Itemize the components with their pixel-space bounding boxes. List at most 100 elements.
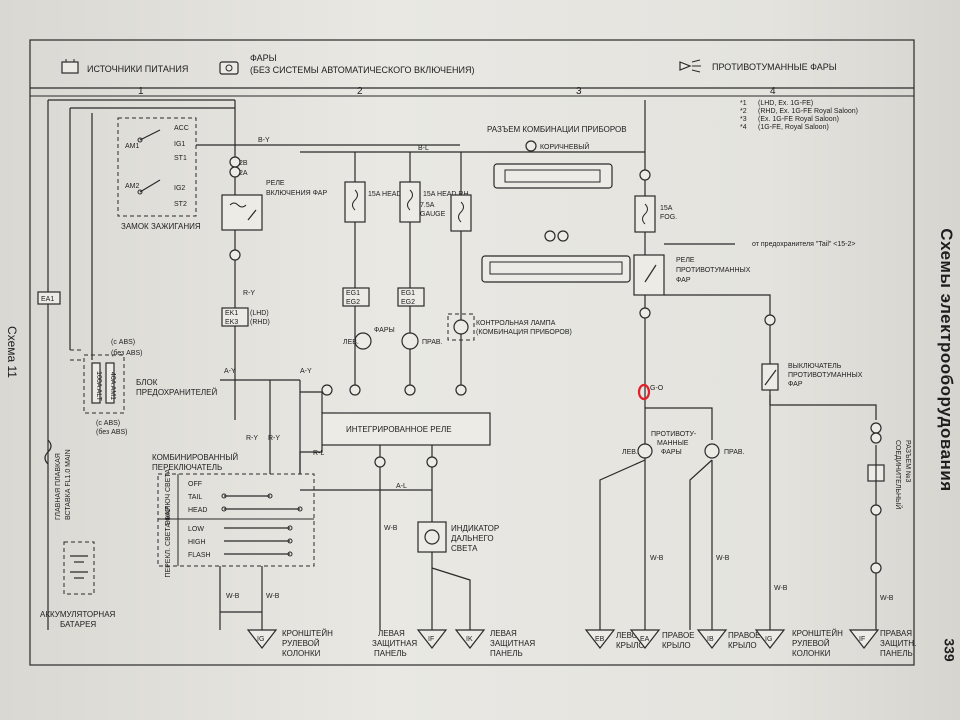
svg-text:ВКЛЮЧЕНИЯ ФАР: ВКЛЮЧЕНИЯ ФАР (266, 190, 327, 197)
svg-text:от предохранителя "Tail" <15-2: от предохранителя "Tail" <15-2> (752, 241, 856, 248)
ignition-switch-label: ЗАМОК ЗАЖИГАНИЯ (121, 222, 201, 231)
svg-text:ЗАЩИТН.: ЗАЩИТН. (880, 639, 916, 648)
column-3: 3 (576, 86, 582, 97)
svg-text:ST1: ST1 (174, 155, 187, 162)
svg-text:G-O: G-O (650, 385, 664, 392)
model-notes: *1(LHD, Ex. 1G-FE) *2(RHD, Ex. 1G-FE Roy… (740, 100, 858, 131)
svg-text:IG: IG (765, 636, 772, 643)
header-power-sources: ИСТОЧНИКИ ПИТАНИЯ (87, 64, 188, 74)
svg-text:EG2: EG2 (401, 299, 415, 306)
svg-text:ПРОТИВОТУМАННЫХ: ПРОТИВОТУМАННЫХ (676, 267, 751, 274)
svg-text:РЕЛЕ: РЕЛЕ (266, 180, 285, 187)
svg-text:ЛЕВОЕ: ЛЕВОЕ (616, 631, 643, 640)
svg-text:2B: 2B (239, 160, 248, 167)
svg-text:EA1: EA1 (41, 296, 54, 303)
column-4: 4 (770, 86, 776, 97)
svg-text:(RHD, Ex. 1G-FE Royal Saloon): (RHD, Ex. 1G-FE Royal Saloon) (758, 108, 858, 115)
svg-text:(КОМБИНАЦИЯ ПРИБОРОВ): (КОМБИНАЦИЯ ПРИБОРОВ) (476, 329, 572, 336)
svg-text:ЗАЩИТНАЯ: ЗАЩИТНАЯ (372, 639, 417, 648)
svg-text:OFF: OFF (188, 481, 202, 488)
ground-left-panel-1: IF (416, 629, 448, 649)
fuse-head-lh (344, 152, 366, 395)
svg-text:ПАНЕЛЬ: ПАНЕЛЬ (374, 649, 407, 658)
svg-text:40A AM1: 40A AM1 (109, 372, 116, 400)
svg-text:КРЫЛО: КРЫЛО (662, 641, 691, 650)
header-headlights: ФАРЫ (250, 53, 277, 63)
svg-text:W-B: W-B (774, 585, 788, 592)
battery (63, 541, 95, 595)
highlight-marker (637, 383, 651, 401)
svg-text:ВЫКЛЮЧ СВЕТА: ВЫКЛЮЧ СВЕТА (165, 469, 172, 525)
column-1: 1 (138, 86, 144, 97)
svg-text:ПЕРЕКЛЮЧАТЕЛЬ: ПЕРЕКЛЮЧАТЕЛЬ (152, 463, 222, 472)
fuse-head-rh (399, 152, 421, 395)
svg-text:A-Y: A-Y (224, 368, 236, 375)
svg-text:РАЗЪЕМ КОМБИНАЦИИ ПРИБОРОВ: РАЗЪЕМ КОМБИНАЦИИ ПРИБОРОВ (487, 125, 627, 134)
section-title: Схемы электрооборудования (937, 228, 956, 492)
ground-right-fender: EA (629, 629, 661, 649)
ground-right-panel: IF (848, 629, 880, 649)
ground-left-panel-2: IK (454, 629, 486, 649)
svg-text:СВЕТА: СВЕТА (451, 544, 478, 553)
integrated-relay (321, 412, 491, 446)
svg-text:АККУМУЛЯТОРНАЯ: АККУМУЛЯТОРНАЯ (40, 610, 116, 619)
svg-text:ФАР: ФАР (676, 277, 691, 284)
svg-text:IB: IB (707, 636, 714, 643)
svg-text:R-Y: R-Y (243, 290, 255, 297)
svg-text:(LHD): (LHD) (250, 310, 269, 317)
svg-text:AM2: AM2 (125, 183, 140, 190)
svg-text:ЗАЩИТНАЯ: ЗАЩИТНАЯ (490, 639, 535, 648)
svg-text:ПАНЕЛЬ: ПАНЕЛЬ (880, 649, 913, 658)
svg-text:LOW: LOW (188, 526, 204, 533)
svg-text:РЕЛЕ: РЕЛЕ (676, 257, 695, 264)
svg-text:A-Y: A-Y (300, 368, 312, 375)
svg-text:ЛЕВ.: ЛЕВ. (343, 339, 359, 346)
svg-text:КОРИЧНЕВЫЙ: КОРИЧНЕВЫЙ (540, 142, 589, 151)
ground-right-fender-2: IB (696, 629, 728, 649)
svg-text:IG2: IG2 (174, 185, 185, 192)
svg-text:FOG.: FOG. (660, 214, 677, 221)
fog-relay (633, 254, 665, 296)
header-headlights-sub: (БЕЗ СИСТЕМЫ АВТОМАТИЧЕСКОГО ВКЛЮЧЕНИЯ) (250, 65, 474, 75)
svg-text:15A HEAD LH: 15A HEAD LH (368, 191, 412, 198)
ground-steering-column: IG (246, 629, 278, 649)
connector-ea1 (37, 291, 61, 305)
page-number: 339 (941, 638, 958, 662)
svg-text:R-Y: R-Y (246, 435, 258, 442)
svg-text:ACC: ACC (174, 125, 189, 132)
svg-text:IF: IF (859, 636, 865, 643)
svg-text:(LHD, Ex. 1G-FE): (LHD, Ex. 1G-FE) (758, 100, 813, 107)
svg-text:B-L: B-L (418, 145, 429, 152)
svg-text:IG: IG (257, 636, 264, 643)
svg-text:ФАР: ФАР (788, 381, 803, 388)
svg-text:IK: IK (466, 636, 473, 643)
svg-text:15A HEAD RH: 15A HEAD RH (423, 191, 469, 198)
svg-text:W-B: W-B (716, 555, 730, 562)
connector-2a (229, 166, 241, 178)
svg-text:EB: EB (595, 636, 605, 643)
svg-text:R-Y: R-Y (268, 435, 280, 442)
svg-text:КОМБИНИРОВАННЫЙ: КОМБИНИРОВАННЫЙ (152, 453, 238, 462)
headlamp-left (354, 332, 372, 350)
svg-text:ВСТАВКА FL1.0 MAIN: ВСТАВКА FL1.0 MAIN (65, 449, 72, 520)
headlight-relay (221, 194, 263, 231)
svg-text:ДАЛЬНЕГО: ДАЛЬНЕГО (451, 534, 494, 543)
svg-text:СОЕДИНИТЕЛЬНЫЙ: СОЕДИНИТЕЛЬНЫЙ (894, 440, 903, 509)
svg-text:ПРАВ.: ПРАВ. (422, 339, 443, 346)
ground-steering-column-2: IG (754, 629, 786, 649)
svg-text:ПАНЕЛЬ: ПАНЕЛЬ (490, 649, 523, 658)
svg-text:БАТАРЕЯ: БАТАРЕЯ (60, 620, 96, 629)
svg-text:R-L: R-L (313, 450, 324, 457)
svg-text:ST2: ST2 (174, 201, 187, 208)
svg-text:КОЛОНКИ: КОЛОНКИ (792, 649, 831, 658)
svg-text:W-B: W-B (384, 525, 398, 532)
svg-text:(RHD): (RHD) (250, 319, 270, 326)
svg-text:B-Y: B-Y (258, 137, 270, 144)
svg-text:(без ABS): (без ABS) (111, 349, 143, 357)
connector-ek (221, 307, 249, 327)
header-fog-lights: ПРОТИВОТУМАННЫЕ ФАРЫ (712, 62, 837, 72)
svg-text:БЛОК: БЛОК (136, 378, 158, 387)
svg-text:(с ABS): (с ABS) (96, 420, 120, 427)
